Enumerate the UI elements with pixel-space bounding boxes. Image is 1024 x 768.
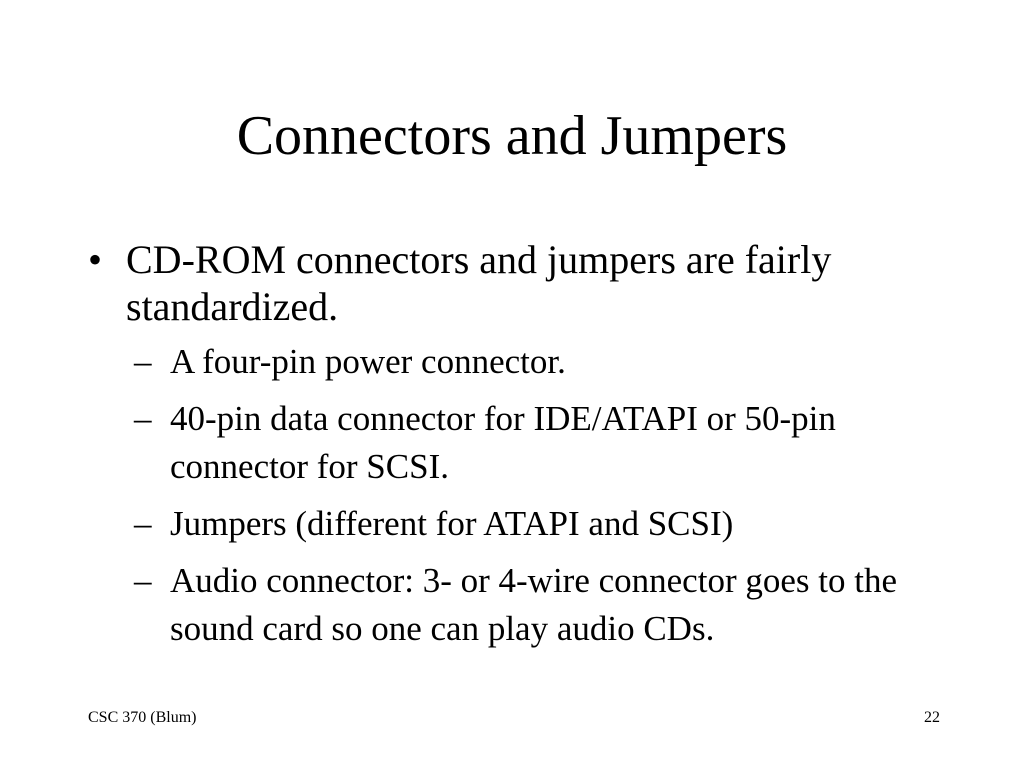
bullet-marker: • <box>88 237 103 282</box>
sub-bullet-text: Jumpers (different for ATAPI and SCSI) <box>170 504 734 543</box>
sub-bullet-text: 40-pin data connector for IDE/ATAPI or 5… <box>170 399 836 486</box>
sub-bullet-list: – A four-pin power connector. – 40-pin d… <box>126 338 948 653</box>
sub-bullet-marker: – <box>134 504 152 543</box>
sub-bullet-marker: – <box>134 342 152 381</box>
sub-bullet-text: Audio connector: 3- or 4-wire connector … <box>170 561 897 648</box>
slide-title: Connectors and Jumpers <box>236 105 788 167</box>
sub-bullet-item: – Audio connector: 3- or 4-wire connecto… <box>126 557 948 653</box>
footer-course-label: CSC 370 (Blum) <box>88 709 197 726</box>
sub-bullet-item: – 40-pin data connector for IDE/ATAPI or… <box>126 395 948 491</box>
sub-bullet-text: A four-pin power connector. <box>170 342 566 381</box>
bullet-text: CD-ROM connectors and jumpers are fairly… <box>126 237 832 329</box>
sub-bullet-item: – A four-pin power connector. <box>126 338 948 386</box>
sub-bullet-marker: – <box>134 561 152 600</box>
slide-page-number: 22 <box>924 709 940 726</box>
sub-bullet-item: – Jumpers (different for ATAPI and SCSI) <box>126 500 948 548</box>
sub-bullet-marker: – <box>134 399 152 438</box>
bullet-item: • CD-ROM connectors and jumpers are fair… <box>88 236 948 653</box>
bullet-list: • CD-ROM connectors and jumpers are fair… <box>88 236 948 662</box>
